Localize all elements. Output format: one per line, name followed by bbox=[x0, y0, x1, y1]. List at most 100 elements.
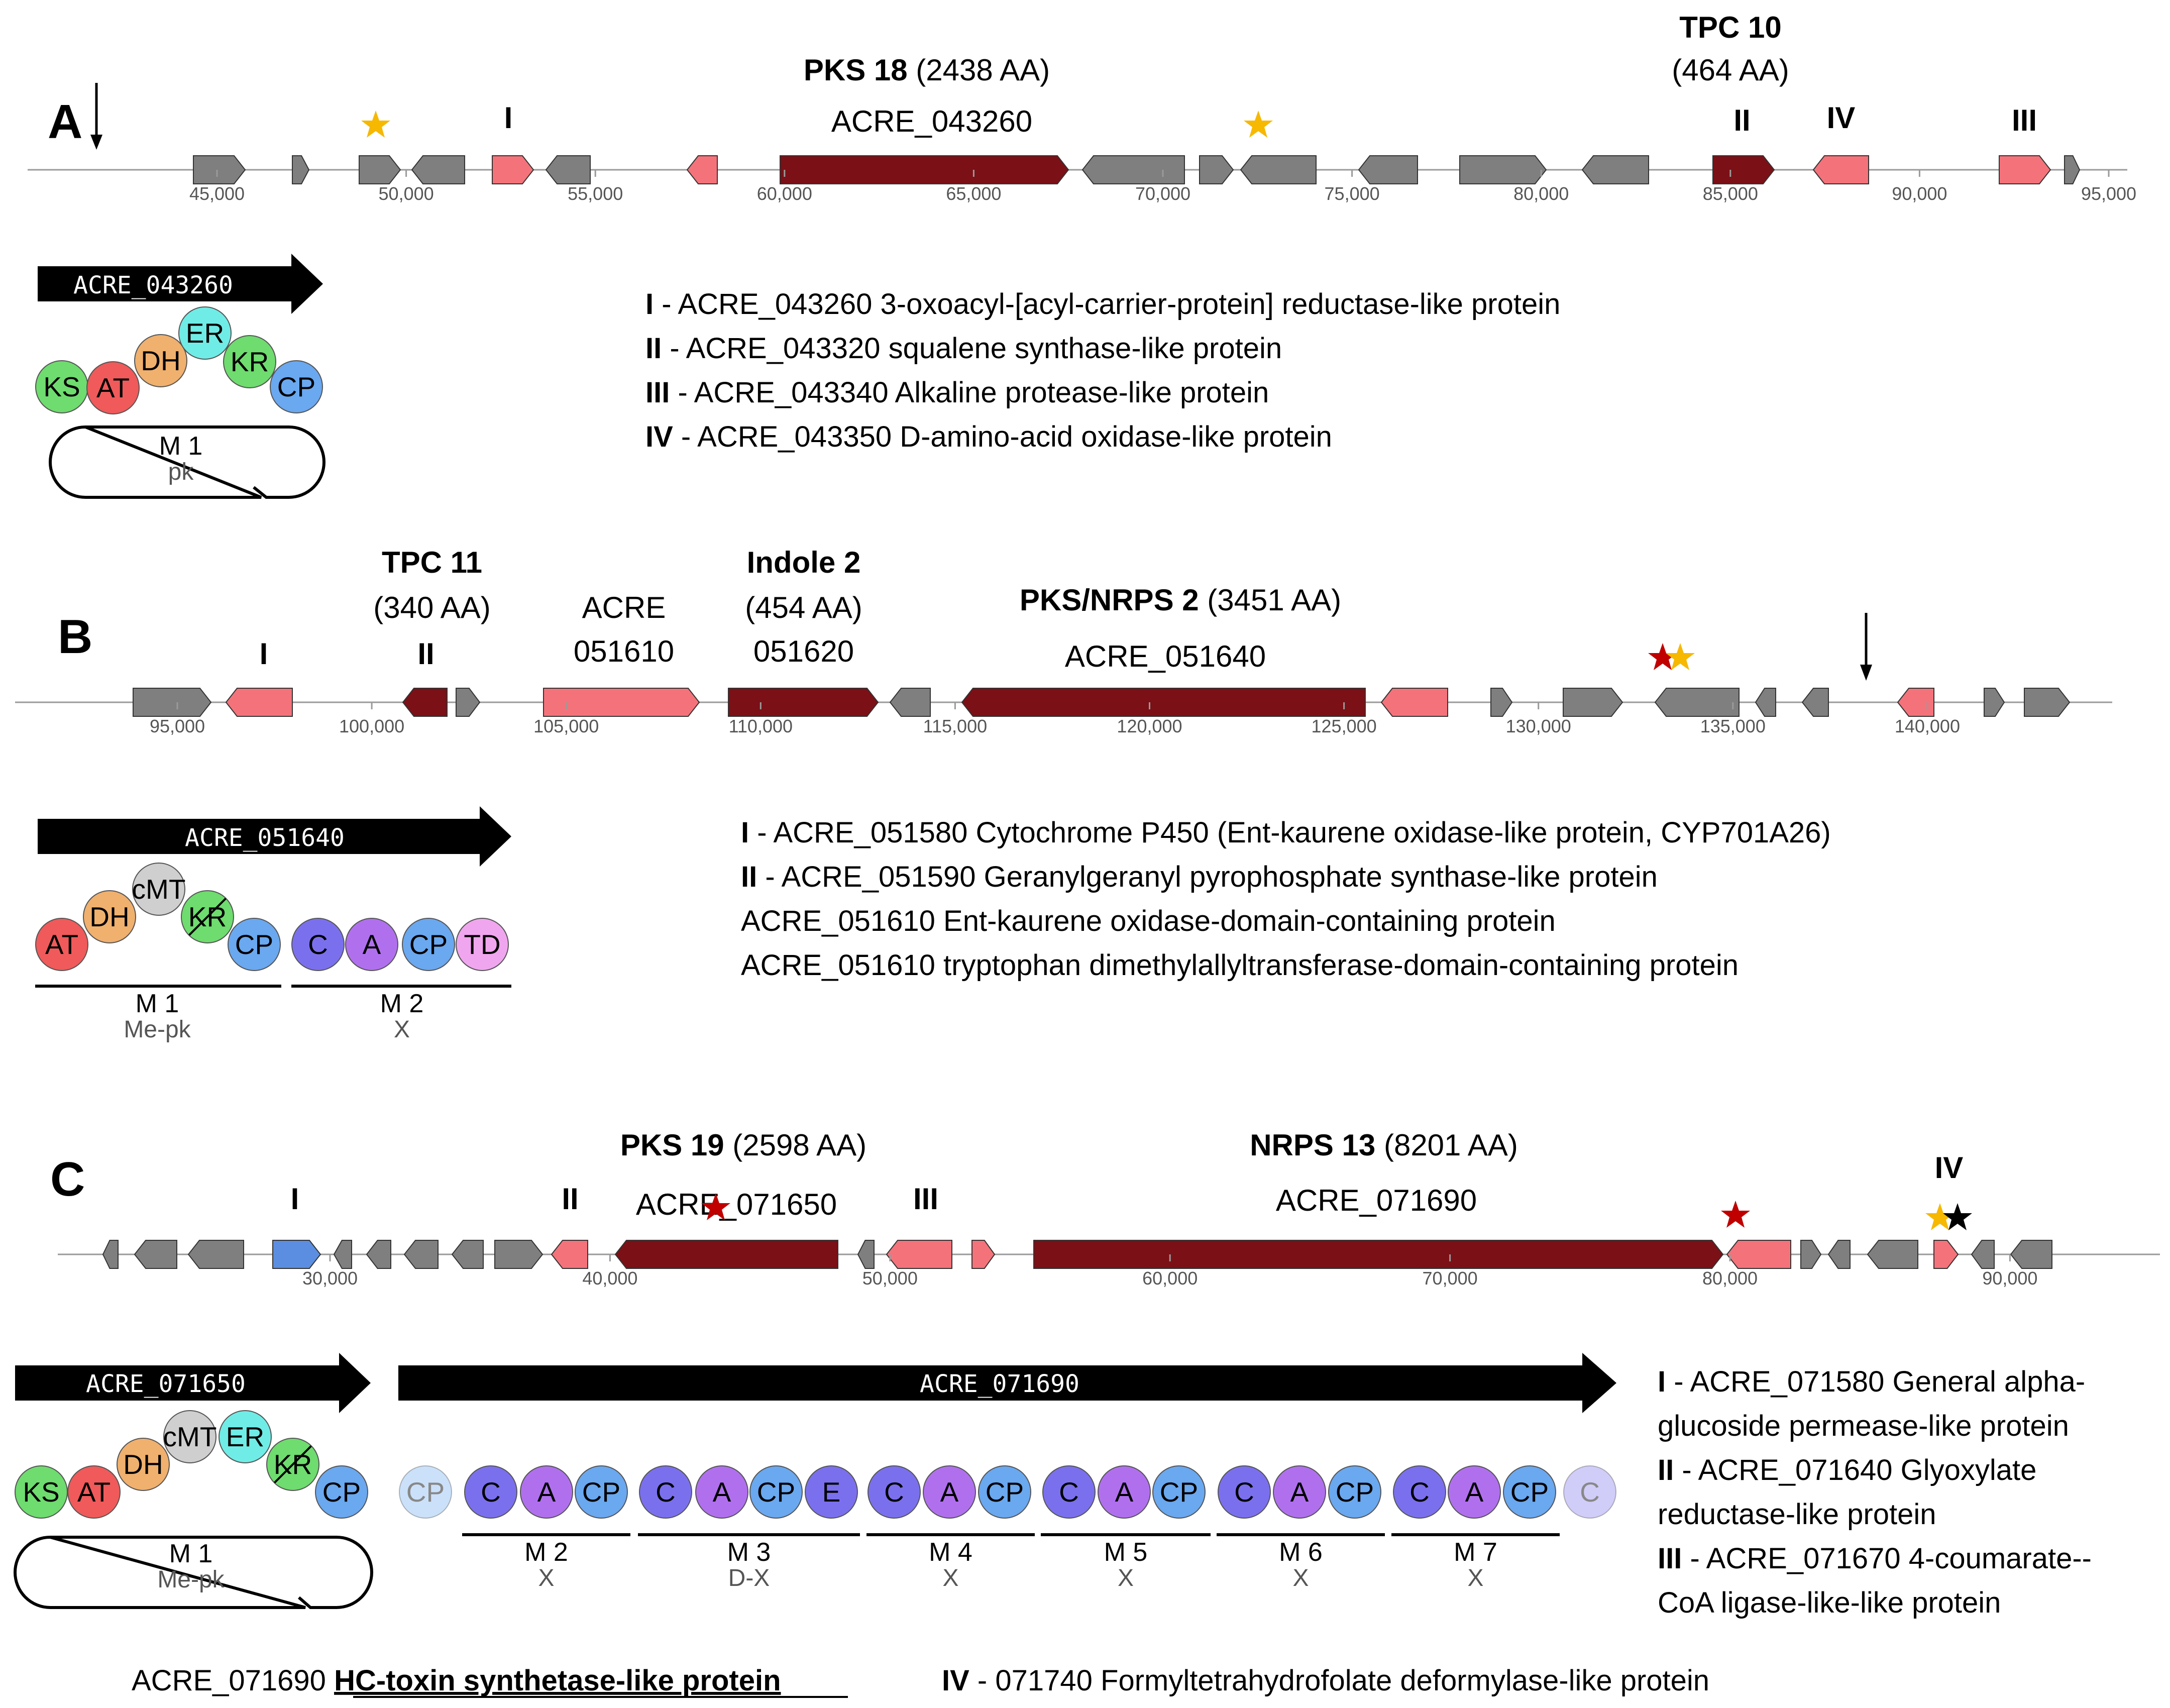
gene-a-13 bbox=[1459, 155, 1547, 184]
legend-b-3: ACRE_051610 Ent-kaurene oxidase-domain-c… bbox=[741, 905, 1556, 937]
tick-label: 100,000 bbox=[339, 716, 404, 736]
module-name: M 2 bbox=[524, 1538, 568, 1567]
star-gold-a1 bbox=[361, 111, 390, 138]
panel-b: B TPC 11 (340 AA) II I ACRE 051610 Indol… bbox=[15, 546, 2112, 1043]
star-black-c bbox=[1943, 1203, 1972, 1230]
svg-text:C: C bbox=[481, 1476, 501, 1508]
gene-b-1 bbox=[133, 688, 212, 717]
gene-a-8 bbox=[780, 155, 1069, 184]
tick-label: 95,000 bbox=[150, 716, 205, 736]
gene-marker-iii-c: III bbox=[913, 1182, 938, 1216]
panel-c: C PKS 19 (2598 AA) ACRE_071650 NRPS 13 (… bbox=[14, 1128, 2160, 1698]
svg-text:CP: CP bbox=[409, 929, 448, 960]
tick-label: 55,000 bbox=[568, 183, 623, 204]
tick-label: 90,000 bbox=[1982, 1268, 2037, 1289]
indole2-id-label: 051620 bbox=[753, 634, 854, 668]
gene-c-2 bbox=[134, 1240, 177, 1269]
svg-text:C: C bbox=[1059, 1476, 1079, 1508]
pks18-label: PKS 18 (2438 AA) bbox=[804, 53, 1050, 87]
gene-b-7 bbox=[889, 688, 931, 717]
domain-a: A bbox=[345, 918, 398, 971]
domain-er: ER bbox=[219, 1410, 272, 1463]
svg-text:KS: KS bbox=[43, 371, 80, 402]
legend-c-5: III - ACRE_071670 4-coumarate-- bbox=[1658, 1542, 2092, 1575]
module-m1-b-sub: Me-pk bbox=[124, 1016, 191, 1043]
nrps-modules-c: M 2XM 3D-XM 4XM 5XM 6XM 7X bbox=[462, 1533, 1560, 1591]
tick-label: 110,000 bbox=[729, 716, 793, 736]
module-m2-b-sub: X bbox=[394, 1016, 410, 1043]
acre051610-label: ACRE bbox=[582, 591, 666, 624]
svg-text:A: A bbox=[940, 1476, 959, 1508]
tick-label: 45,000 bbox=[189, 183, 245, 204]
gene-a-2 bbox=[292, 155, 310, 184]
gene-marker-i-c: I bbox=[291, 1182, 299, 1216]
module-m1-a-sub: pk bbox=[168, 459, 194, 485]
gene-c-18 bbox=[1827, 1240, 1851, 1269]
module-substrate: X bbox=[1292, 1565, 1309, 1591]
tpc11-size-label: (340 AA) bbox=[373, 591, 490, 624]
module-substrate: D-X bbox=[728, 1565, 770, 1591]
svg-text:cMT: cMT bbox=[163, 1421, 217, 1452]
tpc11-label: TPC 11 bbox=[382, 546, 482, 579]
gene-track-a bbox=[193, 155, 2081, 184]
star-red-c2 bbox=[1721, 1201, 1750, 1228]
gene-b-4 bbox=[456, 688, 481, 717]
svg-text:ACRE_051640: ACRE_051640 bbox=[185, 824, 345, 852]
module-m2-b: M 2 bbox=[380, 989, 424, 1018]
domain-er: ER bbox=[178, 306, 232, 360]
gene-a-11 bbox=[1240, 155, 1317, 184]
star-red-b bbox=[1648, 643, 1677, 670]
gene-a-3 bbox=[359, 155, 401, 184]
legend-b-4: ACRE_051610 tryptophan dimethylallyltran… bbox=[741, 949, 1739, 982]
tick-label: 60,000 bbox=[757, 183, 812, 204]
domain-a: A bbox=[695, 1465, 748, 1519]
gene-c-5 bbox=[333, 1240, 352, 1269]
gene-c-6 bbox=[366, 1240, 391, 1269]
tick-label: 50,000 bbox=[379, 183, 434, 204]
gene-a-9 bbox=[1081, 155, 1185, 184]
panel-c-letter: C bbox=[50, 1152, 85, 1206]
module-name: M 4 bbox=[929, 1538, 972, 1567]
svg-text:C: C bbox=[1409, 1476, 1430, 1508]
gene-b-2 bbox=[225, 688, 293, 717]
svg-text:CP: CP bbox=[757, 1476, 795, 1508]
svg-text:ACRE_071690: ACRE_071690 bbox=[920, 1370, 1079, 1398]
panel-a: A PKS 18 (2438 AA) ACRE_043260 TPC 10 (4… bbox=[28, 11, 2136, 499]
gene-b-11 bbox=[1563, 688, 1623, 717]
gene-a-16 bbox=[1812, 155, 1869, 184]
svg-text:KR: KR bbox=[231, 346, 269, 377]
footer-hc-toxin: ACRE_071690 HC-toxin synthetase-like pro… bbox=[132, 1664, 781, 1697]
gene-b-9 bbox=[1380, 688, 1448, 717]
svg-text:DH: DH bbox=[89, 901, 129, 932]
domain-architecture-b: ATDHcMTKRCPCACPTD bbox=[35, 863, 509, 971]
gene-track-b bbox=[133, 688, 2071, 717]
tick-label: 30,000 bbox=[302, 1268, 358, 1289]
svg-text:CP: CP bbox=[1160, 1476, 1198, 1508]
gene-marker-iv-a: IV bbox=[1827, 101, 1856, 135]
nrps13-label: NRPS 13 (8201 AA) bbox=[1250, 1128, 1518, 1162]
domain-cp: CP bbox=[402, 918, 455, 971]
gene-c-22 bbox=[2010, 1240, 2052, 1269]
module-m1-a: M 1 bbox=[159, 432, 203, 461]
module-substrate: X bbox=[942, 1565, 958, 1591]
domain-cp: CP bbox=[228, 918, 281, 971]
module-name: M 7 bbox=[1454, 1538, 1497, 1567]
gene-track-c bbox=[102, 1240, 2052, 1269]
gene-c-17 bbox=[1800, 1240, 1822, 1269]
svg-text:TD: TD bbox=[464, 929, 500, 960]
domain-dh: DH bbox=[117, 1438, 170, 1491]
gene-b-16 bbox=[1984, 688, 2005, 717]
domain-dh: DH bbox=[134, 334, 187, 387]
legend-a-3: III - ACRE_043340 Alkaline protease-like… bbox=[645, 376, 1269, 409]
gene-marker-ii-c: II bbox=[562, 1182, 578, 1216]
svg-text:AT: AT bbox=[77, 1476, 111, 1508]
svg-text:C: C bbox=[308, 929, 328, 960]
svg-text:ER: ER bbox=[226, 1421, 264, 1452]
svg-text:C: C bbox=[656, 1476, 676, 1508]
domain-kr: KR bbox=[266, 1438, 319, 1491]
locator-arrow-b bbox=[1860, 613, 1872, 681]
gene-b-17 bbox=[2024, 688, 2071, 717]
legend-b-1: I - ACRE_051580 Cytochrome P450 (Ent-kau… bbox=[741, 816, 1831, 849]
tick-label: 135,000 bbox=[1700, 716, 1766, 736]
